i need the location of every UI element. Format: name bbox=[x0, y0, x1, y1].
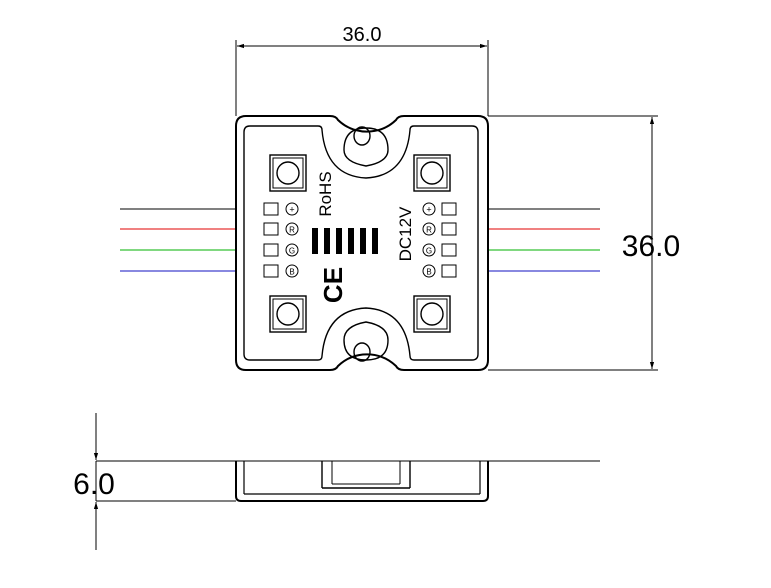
right-pin-pads: + R G B bbox=[422, 202, 457, 278]
width-dimension: 36.0 bbox=[235, 24, 489, 116]
right-pin-positive-label: + bbox=[426, 205, 431, 215]
left-pin-green-label: G bbox=[289, 247, 295, 256]
right-pin-green-label: G bbox=[426, 247, 432, 256]
rohs-mark: RoHS bbox=[316, 171, 335, 216]
mounting-hole-bottom bbox=[343, 321, 389, 362]
left-pin-blue-label: B bbox=[289, 268, 294, 277]
led-bottom-left bbox=[269, 295, 307, 333]
thickness-dimension: 6.0 bbox=[73, 413, 115, 550]
left-pin-positive-label: + bbox=[289, 205, 294, 215]
center-bars bbox=[312, 228, 378, 254]
ce-mark: CE bbox=[318, 267, 348, 303]
left-pin-red-label: R bbox=[289, 226, 295, 235]
led-bottom-right bbox=[413, 295, 451, 333]
width-label: 36.0 bbox=[343, 24, 382, 46]
voltage-mark: DC12V bbox=[396, 206, 415, 261]
led-top-left bbox=[269, 154, 307, 192]
height-dimension: 36.0 bbox=[488, 115, 680, 371]
led-top-right bbox=[413, 154, 451, 192]
mounting-hole-top bbox=[343, 126, 389, 167]
thickness-label: 6.0 bbox=[73, 468, 115, 501]
right-pin-red-label: R bbox=[426, 226, 432, 235]
right-pin-blue-label: B bbox=[426, 268, 431, 277]
left-pin-pads: + R G B bbox=[263, 202, 299, 278]
height-label: 36.0 bbox=[622, 230, 680, 263]
side-view bbox=[96, 460, 600, 502]
